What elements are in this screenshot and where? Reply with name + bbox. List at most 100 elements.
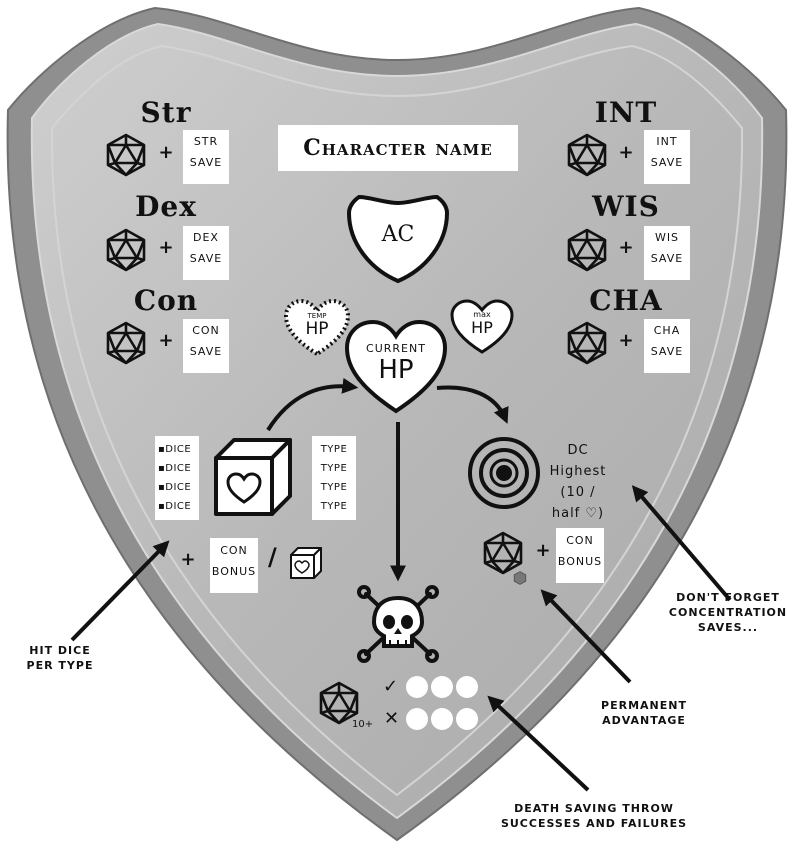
save-label-top: INT [656, 135, 678, 148]
save-label-top: CHA [653, 324, 681, 337]
plus-sign: + [158, 330, 174, 351]
hit-dice-type[interactable]: TYPE [320, 501, 348, 512]
hit-dice-count-column[interactable]: ▪DICE ▪DICE ▪DICE ▪DICE [155, 436, 199, 520]
current-hp-label-bottom: HP [378, 355, 414, 385]
plus-sign: + [180, 549, 196, 570]
annotation-line: saves... [697, 621, 759, 634]
hit-dice-con-bonus-field[interactable]: CON BONUS [210, 538, 258, 593]
death-save-success-2[interactable] [431, 676, 453, 698]
target-icon [468, 437, 540, 509]
stat-wis-label: WIS [592, 190, 660, 223]
hit-dice-count[interactable]: ▪DICE [158, 482, 192, 493]
d20-icon[interactable] [104, 133, 148, 177]
save-label-bottom: SAVE [189, 156, 223, 169]
max-hp-label-top: max [473, 310, 491, 319]
max-hp-label-bottom: HP [471, 318, 493, 337]
dc-label: DC [567, 443, 589, 458]
wis-save-field[interactable]: WIS SAVE [644, 226, 690, 280]
plus-sign: + [158, 142, 174, 163]
death-save-failure-3[interactable] [456, 708, 478, 730]
concentration-con-bonus-field[interactable]: CON BONUS [556, 528, 604, 583]
con-bonus-label-top: CON [220, 544, 248, 557]
dc-info: DC Highest (10 / half ♡) [538, 440, 618, 524]
d20-icon[interactable] [104, 228, 148, 272]
death-save-dc-label: 10+ [352, 719, 374, 730]
stat-cha-label: CHA [589, 284, 663, 317]
slash-separator: / [268, 543, 277, 571]
death-save-success-3[interactable] [456, 676, 478, 698]
save-label-bottom: SAVE [189, 345, 223, 358]
plus-sign: + [535, 540, 551, 561]
character-name-field[interactable]: Character name [278, 125, 518, 171]
temp-hp-label-bottom: HP [305, 319, 329, 339]
hit-dice-count[interactable]: ▪DICE [158, 444, 192, 455]
death-save-failure-1[interactable] [406, 708, 428, 730]
hit-dice-count[interactable]: ▪DICE [158, 501, 192, 512]
save-label-top: DEX [193, 231, 219, 244]
save-label-top: CON [192, 324, 220, 337]
hit-dice-type[interactable]: TYPE [320, 482, 348, 493]
current-hp-label-top: CURRENT [366, 342, 426, 355]
con-bonus-label-bottom: BONUS [557, 555, 603, 568]
failure-mark-icon: ✕ [384, 708, 400, 729]
armor-class-shield-icon[interactable] [345, 193, 451, 285]
plus-sign: + [618, 237, 634, 258]
annotation-line: Death saving throw [514, 802, 674, 815]
annotation-line: Permanent [601, 699, 687, 712]
skull-crossbones-icon [357, 585, 439, 663]
d20-icon[interactable] [104, 321, 148, 365]
max-hp-heart-icon[interactable] [449, 298, 515, 356]
annotation-line: advantage [602, 714, 686, 727]
plus-sign: + [618, 330, 634, 351]
d20-icon[interactable] [565, 228, 609, 272]
save-label-top: WIS [654, 231, 680, 244]
con-bonus-label-top: CON [566, 534, 594, 547]
advantage-d20-icon [513, 571, 527, 585]
stat-str-label: Str [140, 96, 192, 129]
hit-dice-type[interactable]: TYPE [320, 444, 348, 455]
stat-dex-label: Dex [135, 190, 197, 223]
save-label-bottom: SAVE [189, 252, 223, 265]
concentration-annotation: Don't forget concentration saves... [662, 590, 794, 635]
d20-icon[interactable] [317, 681, 361, 725]
hit-dice-type-column[interactable]: TYPE TYPE TYPE TYPE [312, 436, 356, 520]
cha-save-field[interactable]: CHA SAVE [644, 319, 690, 373]
stat-int-label: INT [594, 96, 658, 129]
armor-class-label: AC [381, 222, 415, 247]
death-save-failure-2[interactable] [431, 708, 453, 730]
hit-dice-cube-icon [214, 438, 292, 516]
current-hp-heart-icon[interactable] [343, 318, 449, 416]
save-label-top: STR [193, 135, 219, 148]
plus-sign: + [618, 142, 634, 163]
dc-rule-label: (10 / [560, 485, 596, 500]
temp-hp-heart-icon[interactable] [283, 298, 351, 358]
int-save-field[interactable]: INT SAVE [644, 130, 690, 184]
stat-con-label: Con [133, 284, 199, 317]
dc-rule-label-2: half ♡) [551, 506, 605, 521]
save-label-bottom: SAVE [650, 345, 684, 358]
annotation-line: per type [26, 659, 94, 672]
annotation-line: concentration [668, 606, 788, 619]
str-save-field[interactable]: STR SAVE [183, 130, 229, 184]
save-label-bottom: SAVE [650, 252, 684, 265]
hit-dice-type[interactable]: TYPE [320, 463, 348, 474]
hit-dice-annotation: Hit dice per type [10, 643, 110, 673]
d20-icon[interactable] [565, 321, 609, 365]
advantage-annotation: Permanent advantage [584, 698, 704, 728]
annotation-line: successes and failures [500, 817, 688, 830]
d20-icon[interactable] [481, 531, 525, 575]
annotation-line: Hit dice [29, 644, 91, 657]
temp-hp-label-top: TEMP [307, 312, 327, 320]
small-hit-dice-cube-icon [290, 547, 322, 579]
d20-icon[interactable] [565, 133, 609, 177]
hit-dice-count[interactable]: ▪DICE [158, 463, 192, 474]
save-label-bottom: SAVE [650, 156, 684, 169]
death-save-success-1[interactable] [406, 676, 428, 698]
annotation-line: Don't forget [676, 591, 780, 604]
dex-save-field[interactable]: DEX SAVE [183, 226, 229, 280]
dc-highest-label: Highest [549, 464, 607, 479]
con-save-field[interactable]: CON SAVE [183, 319, 229, 373]
plus-sign: + [158, 237, 174, 258]
